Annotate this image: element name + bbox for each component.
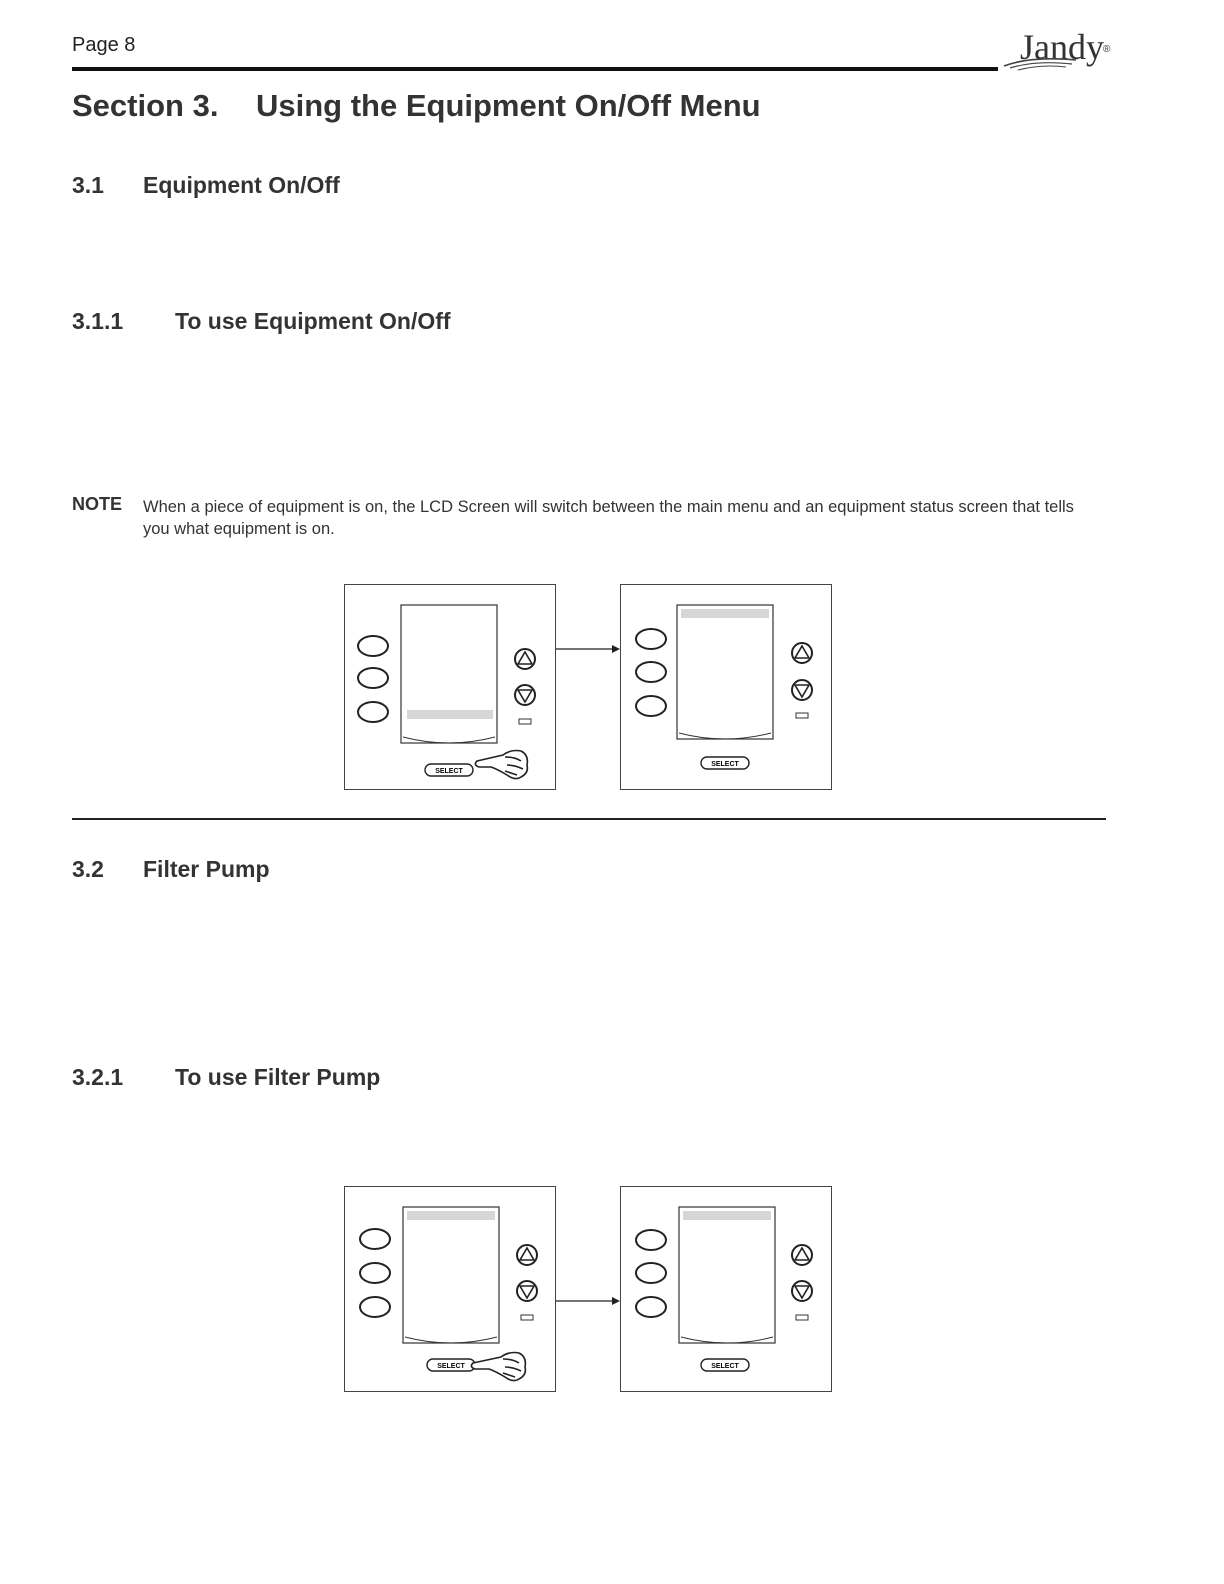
soft-key-1[interactable] xyxy=(359,1228,391,1250)
keypad-panel-before: SELECT xyxy=(344,1186,556,1392)
pointing-hand-icon xyxy=(474,749,529,780)
keypad-panel-after: SELECT xyxy=(620,1186,832,1392)
lcd-screen xyxy=(676,604,774,740)
heading-3-2-1: 3.2.1 To use Filter Pump xyxy=(72,1064,380,1091)
section-title: Section 3. Using the Equipment On/Off Men… xyxy=(72,88,761,124)
select-button-label: SELECT xyxy=(437,1363,465,1370)
status-led xyxy=(518,718,532,725)
heading-3-2: 3.2 Filter Pump xyxy=(72,856,270,883)
status-led xyxy=(795,712,809,719)
logo-swoosh-icon xyxy=(1003,58,1077,71)
lcd-screen xyxy=(400,604,498,744)
soft-key-1[interactable] xyxy=(635,1229,667,1251)
logo-registered-mark: ® xyxy=(1103,44,1111,55)
heading-3-1-1-number: 3.1.1 xyxy=(72,308,124,334)
soft-key-1[interactable] xyxy=(357,635,389,657)
transition-arrow-icon xyxy=(556,1297,620,1305)
select-button[interactable] xyxy=(700,1358,750,1372)
heading-3-1-number: 3.1 xyxy=(72,172,104,198)
transition-arrow-icon xyxy=(556,645,620,653)
status-led xyxy=(520,1314,534,1321)
lcd-highlight-bar xyxy=(683,1211,771,1220)
soft-key-3[interactable] xyxy=(635,695,667,717)
select-button[interactable] xyxy=(424,763,474,777)
lcd-highlight-bar xyxy=(681,609,769,618)
soft-key-2[interactable] xyxy=(635,661,667,683)
section-divider xyxy=(72,818,1106,820)
soft-key-2[interactable] xyxy=(635,1262,667,1284)
header-rule xyxy=(72,67,998,71)
lcd-screen xyxy=(402,1206,500,1344)
page-label: Page 8 xyxy=(72,34,136,56)
heading-3-1-title: Equipment On/Off xyxy=(143,172,340,198)
heading-3-1-1: 3.1.1 To use Equipment On/Off xyxy=(72,308,451,335)
note-label: NOTE xyxy=(72,494,123,514)
section-heading: Using the Equipment On/Off Menu xyxy=(256,88,761,123)
note-text: When a piece of equipment is on, the LCD… xyxy=(143,498,1074,538)
select-button-label: SELECT xyxy=(711,761,739,768)
lcd-highlight-bar xyxy=(407,710,493,719)
soft-key-3[interactable] xyxy=(359,1296,391,1318)
lcd-highlight-bar xyxy=(407,1211,495,1220)
select-button-label: SELECT xyxy=(435,768,463,775)
heading-3-1: 3.1 Equipment On/Off xyxy=(72,172,340,199)
heading-3-2-1-number: 3.2.1 xyxy=(72,1064,124,1090)
soft-key-2[interactable] xyxy=(359,1262,391,1284)
status-led xyxy=(795,1314,809,1321)
heading-3-2-1-title: To use Filter Pump xyxy=(175,1064,381,1090)
lcd-screen xyxy=(678,1206,776,1344)
jandy-logo: Jandy ® xyxy=(1000,22,1120,76)
soft-key-3[interactable] xyxy=(357,701,389,723)
heading-3-2-title: Filter Pump xyxy=(143,856,270,882)
select-button[interactable] xyxy=(700,756,750,770)
pointing-hand-icon xyxy=(470,1351,527,1382)
heading-3-1-1-title: To use Equipment On/Off xyxy=(175,308,451,334)
section-number: Section 3. xyxy=(72,88,219,123)
soft-key-1[interactable] xyxy=(635,628,667,650)
soft-key-3[interactable] xyxy=(635,1296,667,1318)
keypad-panel-after: SELECT xyxy=(620,584,832,790)
keypad-panel-before: SELECT xyxy=(344,584,556,790)
soft-key-2[interactable] xyxy=(357,667,389,689)
select-button-label: SELECT xyxy=(711,1363,739,1370)
heading-3-2-number: 3.2 xyxy=(72,856,104,882)
